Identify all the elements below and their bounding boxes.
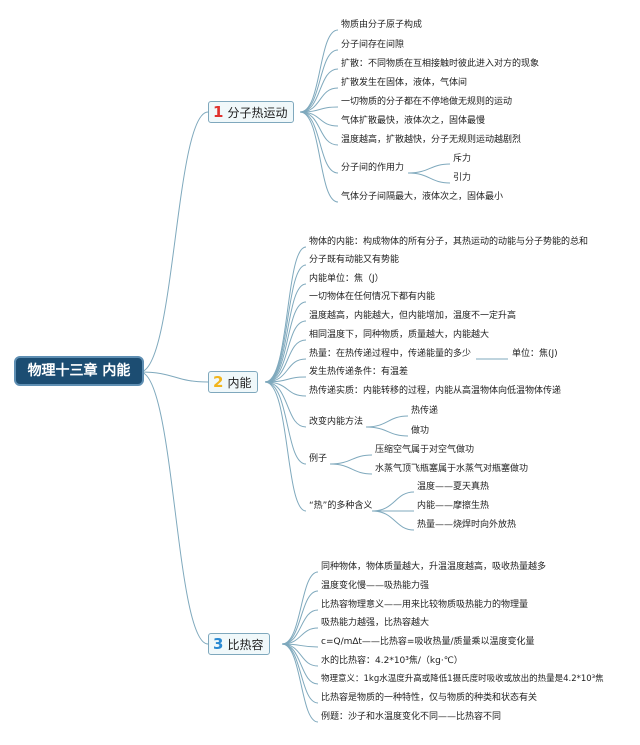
b1-item[interactable]: 分子间存在间隙 (341, 40, 405, 50)
b2-item[interactable]: 发生热传递条件：有温差 (309, 367, 409, 377)
b2-method[interactable]: 热传递 (411, 406, 439, 416)
b2-item-methods[interactable]: 改变内能方法 (309, 417, 364, 427)
b3-item[interactable]: 同种物体，物体质量越大，升温温度越高，吸收热量越多 (321, 562, 547, 572)
b2-item[interactable]: 内能单位：焦（J） (309, 274, 384, 284)
root-node[interactable]: 物理十三章 内能 (14, 356, 144, 386)
b3-item[interactable]: 吸热能力越强，比热容越大 (321, 618, 430, 628)
b2-item[interactable]: 热传递实质：内能转移的过程，内能从高温物体向低温物体传递 (309, 386, 562, 396)
b2-meaning[interactable]: 温度——夏天真热 (417, 482, 490, 492)
b1-item[interactable]: 气体扩散最快，液体次之，固体最慢 (341, 116, 486, 126)
b2-item-meanings[interactable]: “热”的多种含义 (309, 501, 373, 511)
b2-method[interactable]: 做功 (411, 426, 430, 436)
b1-force-child[interactable]: 引力 (453, 173, 472, 183)
b2-item-examples[interactable]: 例子 (309, 454, 328, 464)
b3-item[interactable]: 例题：沙子和水温度变化不同——比热容不同 (321, 712, 502, 722)
b3-item[interactable]: 温度变化慢——吸热能力强 (321, 581, 430, 591)
b2-item[interactable]: 分子既有动能又有势能 (309, 255, 400, 265)
b2-example[interactable]: 压缩空气属于对空气做功 (375, 445, 475, 455)
b1-item[interactable]: 物质由分子原子构成 (341, 20, 423, 30)
branch-3-label: 比热容 (227, 638, 264, 652)
b2-heat-unit[interactable]: 单位：焦(J) (512, 349, 558, 359)
b1-item[interactable]: 一切物质的分子都在不停地做无规则的运动 (341, 97, 513, 107)
b2-item[interactable]: 一切物体在任何情况下都有内能 (309, 292, 436, 302)
b2-item[interactable]: 相同温度下，同种物质，质量越大，内能越大 (309, 330, 490, 340)
branch-2-number: 2 (213, 373, 224, 391)
b3-item[interactable]: c=Q/m∆t——比热容=吸收热量/质量乘以温度变化量 (321, 637, 535, 647)
b1-item[interactable]: 气体分子间隔最大，液体次之，固体最小 (341, 192, 504, 202)
b3-item[interactable]: 物理意义：1kg水温度升高或降低1摄氏度时吸收或放出的热量是4.2*10³焦 (321, 674, 604, 684)
b3-item[interactable]: 水的比热容：4.2*10³焦/（kg·℃） (321, 656, 463, 666)
b1-force-child[interactable]: 斥力 (453, 154, 472, 164)
branch-1-label: 分子热运动 (227, 106, 288, 120)
b2-item[interactable]: 物体的内能：构成物体的所有分子，其热运动的动能与分子势能的总和 (309, 237, 589, 247)
b2-meaning[interactable]: 热量——烧焊时向外放热 (417, 520, 517, 530)
b2-item-heat[interactable]: 热量：在热传递过程中，传递能量的多少 (309, 349, 472, 359)
b1-item[interactable]: 扩散：不同物质在互相接触时彼此进入对方的现象 (341, 59, 540, 69)
b2-example[interactable]: 水蒸气顶飞瓶塞属于水蒸气对瓶塞做功 (375, 464, 529, 474)
b1-item[interactable]: 温度越高，扩散越快，分子无规则运动越剧烈 (341, 135, 522, 145)
b3-item[interactable]: 比热容物理意义——用来比较物质吸热能力的物理量 (321, 600, 529, 610)
b2-item[interactable]: 温度越高，内能越大，但内能增加，温度不一定升高 (309, 311, 517, 321)
b3-item[interactable]: 比热容是物质的一种特性，仅与物质的种类和状态有关 (321, 693, 538, 703)
branch-1-number: 1 (213, 103, 224, 121)
b1-item-force[interactable]: 分子间的作用力 (341, 163, 405, 173)
b1-item[interactable]: 扩散发生在固体，液体，气体间 (341, 78, 468, 88)
branch-3-number: 3 (213, 635, 224, 653)
b2-meaning[interactable]: 内能——摩擦生热 (417, 501, 490, 511)
branch-2-label: 内能 (227, 376, 252, 390)
